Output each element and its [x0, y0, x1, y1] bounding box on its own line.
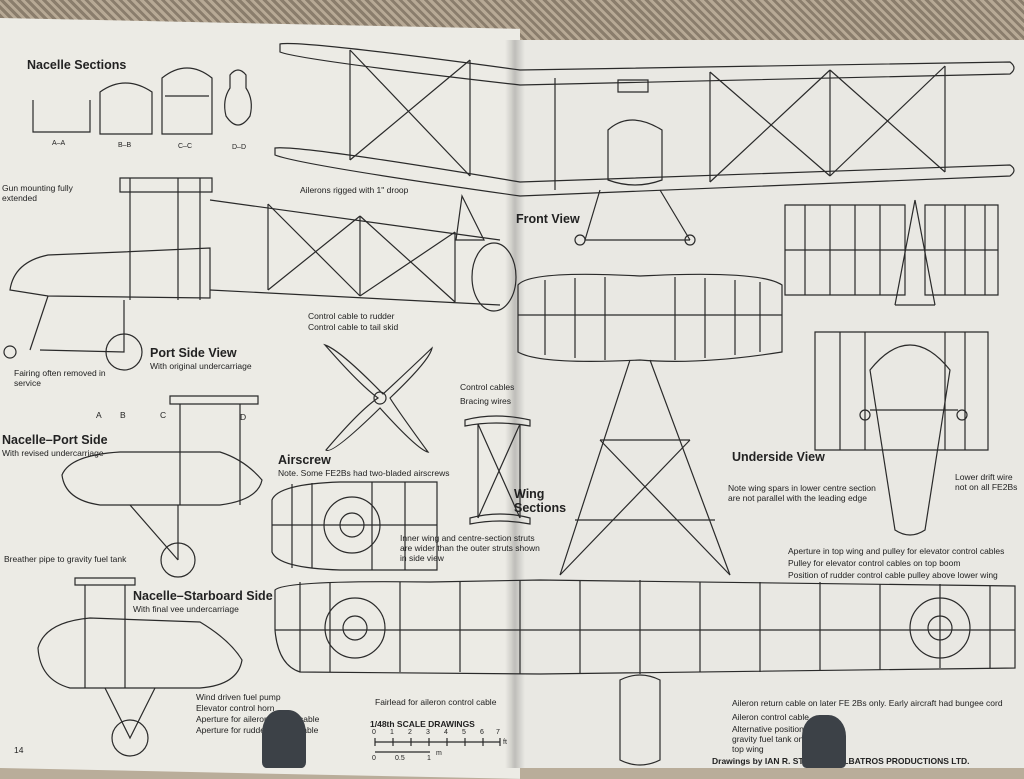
port-side-view-drawing	[3, 177, 517, 371]
note-original-undercarriage: With original undercarriage	[150, 361, 252, 371]
nacelle-section-profiles	[32, 67, 252, 135]
page-clip-left	[262, 710, 306, 768]
note-wing-spars: Note wing spars in lower centre section …	[728, 483, 876, 503]
nacelle-starboard-side-drawing	[37, 577, 243, 757]
underside-view-title: Underside View	[732, 450, 825, 464]
note-revised-undercarriage: With revised undercarriage	[2, 448, 104, 458]
airscrew-drawing	[323, 343, 433, 453]
nacelle-starboard-side-title: Nacelle–Starboard Side	[133, 589, 273, 603]
scale-ft-0: 0	[372, 729, 376, 736]
note-control-cable-rudder: Control cable to rudder	[308, 311, 395, 321]
note-aileron-cable: Aileron control cable	[732, 712, 810, 722]
nacelle-sections-title: Nacelle Sections	[27, 58, 127, 72]
note-fairlead: Fairlead for aileron control cable	[375, 697, 497, 707]
wing-sections-title: Wing Sections	[514, 487, 567, 515]
note-control-cables: Control cables	[460, 382, 515, 392]
note-aperture-top-wing: Aperture in top wing and pulley for elev…	[788, 546, 1005, 556]
section-label-d: D–D	[232, 144, 247, 151]
note-elevator-control: Elevator control horn	[196, 703, 275, 713]
scale-units-m: m	[436, 750, 442, 757]
right-page	[512, 40, 1024, 768]
note-aperture-rudder: Aperture for rudder control cable	[196, 725, 319, 735]
nacelle-port-side-drawing	[61, 395, 263, 578]
tail-plan-drawing	[517, 273, 783, 576]
note-pulley-elevator: Pulley for elevator control cables on to…	[788, 558, 961, 568]
note-alt-gravity: Alternative position gravity fuel tank o…	[732, 724, 804, 754]
underside-view-drawing	[784, 199, 999, 536]
note-two-bladed: Note. Some FE2Bs had two-bladed airscrew…	[278, 468, 450, 478]
note-control-cable-tail: Control cable to tail skid	[308, 322, 399, 332]
note-wind-pump: Wind driven fuel pump	[196, 692, 281, 702]
scale-ft-2: 2	[408, 729, 412, 736]
note-inner-wing: Inner wing and centre-section struts are…	[400, 533, 540, 563]
main-lower-wing-drawing	[274, 579, 1016, 766]
note-breather-pipe: Breather pipe to gravity fuel tank	[4, 554, 127, 564]
section-label-a: A–A	[52, 140, 66, 147]
scale-ft-3: 3	[426, 729, 430, 736]
airscrew-title: Airscrew	[278, 453, 331, 467]
section-label-b: B–B	[118, 142, 132, 149]
note-gun-mounting: Gun mounting fully extended	[2, 183, 73, 203]
note-bracing-wires: Bracing wires	[460, 396, 512, 406]
front-view-title: Front View	[516, 212, 580, 226]
port-side-view-title: Port Side View	[150, 346, 237, 360]
scale-ft-7: 7	[496, 729, 500, 736]
lower-wing-left-drawing	[271, 481, 438, 571]
station-label-d: D	[240, 412, 247, 422]
note-aperture-aileron: Aperture for aileron control cable	[196, 714, 320, 724]
scale-m-05: 0.5	[395, 755, 405, 762]
note-fairing: Fairing often removed in service	[14, 368, 106, 388]
page-number: 14	[14, 745, 24, 755]
note-ailerons-droop: Ailerons rigged with 1" droop	[300, 185, 409, 195]
page-clip-right	[802, 715, 846, 768]
scale-m-1: 1	[427, 755, 431, 762]
scale-ft-5: 5	[462, 729, 466, 736]
scale-title: 1/48th SCALE DRAWINGS	[370, 719, 475, 729]
scale-ft-1: 1	[390, 729, 394, 736]
station-label-b: B	[120, 410, 126, 420]
wing-sections-drawing	[464, 415, 531, 525]
note-aileron-return: Aileron return cable on later FE 2Bs onl…	[732, 698, 1003, 708]
note-final-vee: With final vee undercarriage	[133, 604, 239, 614]
station-label-a: A	[96, 410, 102, 420]
section-label-c: C–C	[178, 143, 193, 150]
plan-view-drawing	[274, 42, 1015, 246]
note-lower-drift: Lower drift wire not on all FE2Bs	[955, 472, 1018, 492]
scale-bar	[374, 738, 501, 753]
station-label-c: C	[160, 410, 167, 420]
scale-ft-4: 4	[444, 729, 448, 736]
scale-m-0: 0	[372, 755, 376, 762]
note-position-rudder: Position of rudder control cable pulley …	[788, 570, 998, 580]
scale-ft-6: 6	[480, 729, 484, 736]
nacelle-port-side-title: Nacelle–Port Side	[2, 433, 108, 447]
scale-units-ft: ft	[503, 739, 507, 746]
